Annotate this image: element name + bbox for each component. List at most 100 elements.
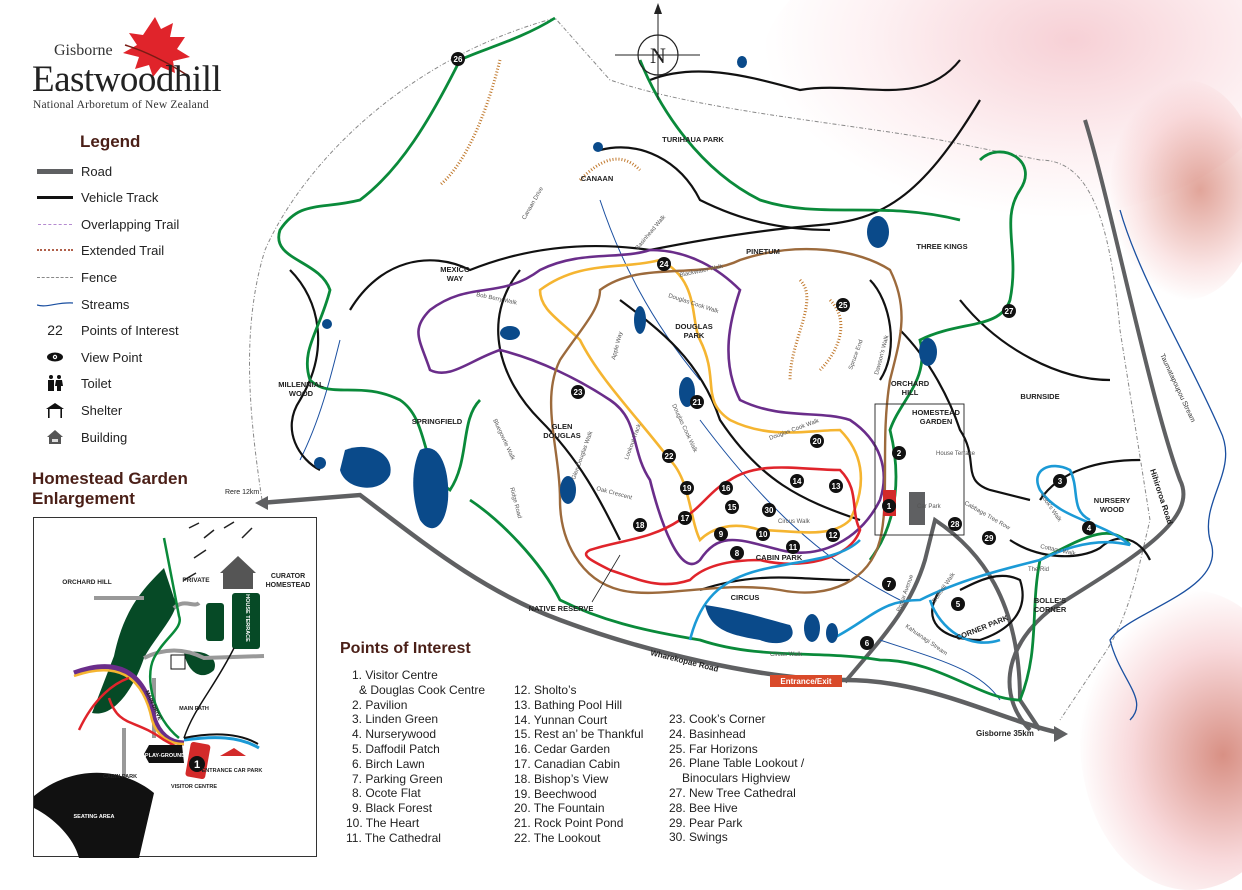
area-circus: CIRCUS: [731, 593, 760, 602]
poi-list-item: 17. Canadian Cabin: [514, 756, 621, 771]
poi-marker-27[interactable]: 27: [1002, 304, 1016, 318]
toilet-icon: [48, 375, 63, 391]
car-park-label: Car Park: [917, 504, 942, 510]
svg-text:N: N: [650, 43, 666, 68]
poi-marker-9[interactable]: 9: [714, 527, 728, 541]
poi-list-item: 15. Rest an’ be Thankful: [514, 727, 644, 742]
walk-label: Cabbage Tree Row: [963, 501, 1011, 532]
poi-list-item: 8. Ocote Flat: [352, 786, 421, 801]
poi-marker-number: 28: [951, 520, 960, 529]
walk-label: Douglas Cook Walk: [670, 403, 698, 454]
poi-list-item: 14. Yunnan Court: [514, 712, 608, 727]
poi-marker-number: 25: [839, 301, 848, 310]
poi-marker-22[interactable]: 22: [662, 449, 676, 463]
homestead-garden-enlargement: 1 ORCHARD HILL PRIVATE HOUSE TERRACE MAI…: [33, 517, 317, 858]
green-trail: [277, 16, 1132, 702]
entrance-exit-sign[interactable]: [770, 675, 842, 687]
walk-label: Bluegowrie Walk: [491, 418, 516, 462]
road-label-rere: Rere 12km: [225, 489, 259, 496]
road-hihiroroa: [1007, 119, 1186, 732]
poi-list-item: 30. Swings: [669, 830, 728, 845]
poi-marker-14[interactable]: 14: [790, 474, 804, 488]
road-line-icon: [37, 168, 73, 174]
area-douglas-park: PARK: [684, 331, 705, 340]
poi-marker-4[interactable]: 4: [1082, 521, 1096, 535]
poi-marker-10[interactable]: 10: [756, 527, 770, 541]
poi-marker-2[interactable]: 2: [892, 446, 906, 460]
poi-list-item: & Douglas Cook Centre: [359, 682, 486, 697]
poi-marker-29[interactable]: 29: [982, 531, 996, 545]
poi-marker-25[interactable]: 25: [836, 298, 850, 312]
road-label-hihiroroa: Hihiroroa Road: [1148, 468, 1174, 526]
poi-list-item: 22. The Lookout: [514, 830, 601, 845]
inset-label-seating-area: SEATING AREA: [74, 814, 115, 820]
poi-marker-number: 17: [681, 514, 690, 523]
poi-marker-15[interactable]: 15: [725, 500, 739, 514]
poi-title: Points of Interest: [340, 640, 471, 657]
inset-label-main-path: MAIN PATH: [179, 706, 209, 712]
poi-marker-12[interactable]: 12: [826, 528, 840, 542]
legend-label: Points of Interest: [81, 322, 179, 338]
arboretum-map[interactable]: Car Park House Terrace Entrance/Exit N T…: [0, 0, 1242, 870]
poi-marker-19[interactable]: 19: [680, 481, 694, 495]
legend-label: Fence: [81, 269, 118, 285]
poi-marker-28[interactable]: 28: [948, 517, 962, 531]
inset-label-visitor-centre: VISITOR CENTRE: [171, 784, 217, 790]
overlapping-trail-icon: [38, 223, 72, 225]
walk-label: Canaan Drive: [522, 186, 546, 221]
north-arrow-icon: N: [615, 3, 700, 100]
legend-label: View Point: [81, 349, 143, 365]
poi-marker-8[interactable]: 8: [730, 546, 744, 560]
inset-label-curator-homestead: CURATOR HOMESTEAD: [265, 573, 311, 589]
poi-marker-1[interactable]: 1: [882, 499, 896, 513]
poi-marker-23[interactable]: 23: [571, 385, 585, 399]
poi-marker-24[interactable]: 24: [657, 257, 671, 271]
poi-marker-17[interactable]: 17: [678, 511, 692, 525]
poi-list-item: 28. Bee Hive: [669, 800, 738, 815]
area-millennial-wood: MILLENNIAL: [278, 380, 324, 389]
poi-marker-5[interactable]: 5: [951, 597, 965, 611]
inset-title-line2: Enlargement: [32, 489, 135, 508]
poi-marker-number: 30: [765, 506, 774, 515]
poi-marker-20[interactable]: 20: [810, 434, 824, 448]
inset-label-house-terrace: HOUSE TERRACE: [244, 594, 250, 642]
area-glen-douglas: GLEN: [552, 422, 573, 431]
poi-list-item: 2. Pavilion: [352, 697, 408, 712]
building-icon: [47, 430, 63, 444]
area-three-kings: THREE KINGS: [916, 242, 967, 251]
area-orchard-hill: ORCHARD: [891, 379, 930, 388]
poi-marker-6[interactable]: 6: [860, 636, 874, 650]
area-bolles-corner: BOLLE'S: [1034, 596, 1066, 605]
poi-marker-number: 20: [813, 437, 822, 446]
poi-marker-21[interactable]: 21: [690, 395, 704, 409]
inset-label-cabin-park: CABIN PARK: [103, 774, 137, 780]
area-springfield: SPRINGFIELD: [412, 417, 463, 426]
poi-marker-11[interactable]: 11: [786, 540, 800, 554]
poi-marker-7[interactable]: 7: [882, 577, 896, 591]
vehicle-tracks: [289, 59, 1151, 642]
legend-label: Overlapping Trail: [81, 216, 180, 232]
red-trail: [584, 466, 862, 586]
poi-marker-number: 15: [728, 503, 737, 512]
poi-list-item: 19. Beechwood: [514, 786, 597, 801]
poi-marker-number: 22: [665, 452, 674, 461]
poi-list-item: Binoculars Highview: [682, 771, 791, 786]
area-native-reserve: NATIVE RESERVE: [529, 604, 594, 613]
inset-label-private: PRIVATE: [182, 577, 210, 584]
poi-marker-3[interactable]: 3: [1053, 474, 1067, 488]
legend-item-vehicle-track: Vehicle Track: [30, 186, 270, 208]
poi-marker-16[interactable]: 16: [719, 481, 733, 495]
poi-marker-30[interactable]: 30: [762, 503, 776, 517]
entrance-exit-label: Entrance/Exit: [780, 677, 831, 686]
homestead-enlargement-box[interactable]: [874, 403, 965, 536]
poi-marker-number: 5: [956, 600, 961, 609]
area-pinetum: PINETUM: [746, 247, 780, 256]
poi-list-item: 7. Parking Green: [352, 771, 443, 786]
poi-marker-number: 13: [832, 482, 841, 491]
poi-marker-18[interactable]: 18: [633, 518, 647, 532]
poi-marker-26[interactable]: 26: [451, 52, 465, 66]
poi-marker-13[interactable]: 13: [829, 479, 843, 493]
